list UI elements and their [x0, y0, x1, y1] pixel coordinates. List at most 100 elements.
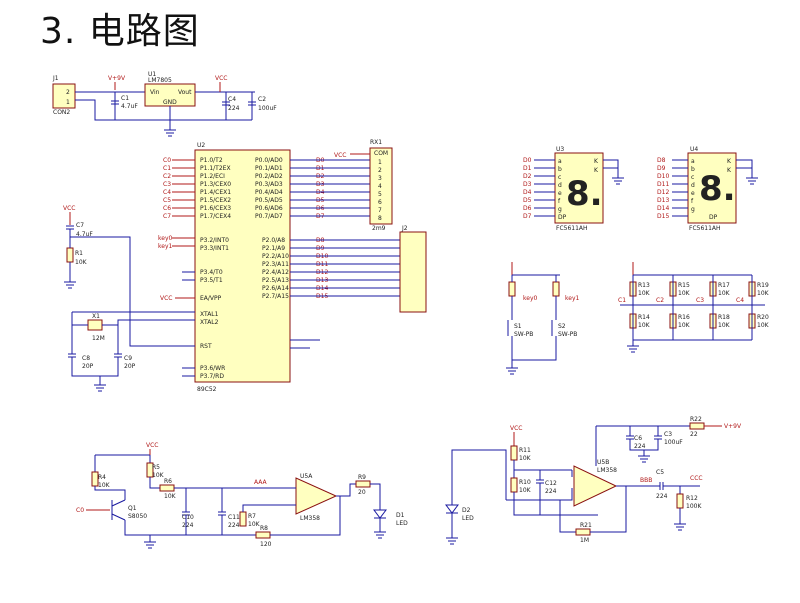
- c4-value: 224: [228, 105, 240, 112]
- p1-pin-7: P1.7/CEX4: [200, 213, 231, 220]
- connector-j1: [52, 83, 76, 109]
- r7-label: R7: [248, 513, 256, 520]
- u4-in-4: D12: [657, 189, 669, 196]
- u3-seg-d: d: [558, 182, 562, 189]
- br-v9: V+9V: [724, 423, 742, 430]
- c1-value: 4.7uF: [121, 103, 138, 110]
- c3-value: 100uF: [664, 439, 683, 446]
- r4-value: 10K: [98, 482, 111, 489]
- u4-in-1: D9: [657, 165, 666, 172]
- key-c1: C1: [618, 297, 626, 304]
- crystal-x1: [87, 319, 103, 331]
- p1-label-0: C0: [163, 157, 171, 164]
- r19-value: 10K: [757, 290, 770, 297]
- ea-vcc: VCC: [160, 295, 172, 302]
- u3-in-2: D2: [523, 173, 532, 180]
- r11-value: 10K: [519, 455, 532, 462]
- c9-value: 20P: [124, 363, 136, 370]
- c7-label: C7: [76, 222, 84, 229]
- p1-pin-1: P1.1/T2EX: [200, 165, 231, 172]
- sw1-value: SW-PB: [514, 331, 533, 338]
- c2-label: C2: [258, 96, 266, 103]
- r18-value: 10K: [718, 322, 731, 329]
- reset-vcc: VCC: [63, 205, 75, 212]
- r20-value: 10K: [757, 322, 770, 329]
- u1-label: U1: [148, 71, 156, 78]
- d1-label: D1: [396, 512, 405, 519]
- u4-digit: 8.: [699, 169, 736, 209]
- r16-value: 10K: [678, 322, 691, 329]
- pin-p3-5: P3.5/T1: [200, 277, 223, 284]
- r15-value: 10K: [678, 290, 691, 297]
- r1-label: R1: [75, 250, 83, 257]
- keys-section: key0 key1 S1 SW-PB S2 SW-PB R13 10K R14 …: [506, 262, 770, 375]
- u1-vin: Vin: [150, 89, 160, 96]
- rx1-pin-7: 7: [378, 207, 382, 214]
- p0-pin-4: P0.4/AD4: [255, 189, 283, 196]
- u3-in-6: D6: [523, 205, 532, 212]
- key-c4: C4: [736, 297, 744, 304]
- pin-xtal1: XTAL1: [200, 311, 219, 318]
- sw2-label: S2: [558, 323, 566, 330]
- u3-k2: K: [594, 167, 599, 174]
- r8-label: R8: [260, 525, 268, 532]
- u4-in-0: D8: [657, 157, 666, 164]
- r12-label: R12: [686, 495, 698, 502]
- p2-group: P2.0/A8 P2.1/A9 P2.2/A10 P2.3/A11 P2.4/A…: [262, 237, 400, 300]
- j1-pin1: 1: [66, 99, 70, 106]
- rx1-pin-8: 8: [378, 215, 382, 222]
- r13-label: R13: [638, 282, 650, 289]
- key0-label: key0: [523, 295, 538, 302]
- r21-value: 1M: [580, 537, 589, 544]
- u3-part: FC5611AH: [556, 225, 588, 232]
- pin-p3-7: P3.7/RD: [200, 373, 224, 380]
- p2-pin-3: P2.3/A11: [262, 261, 289, 268]
- pin-p3-3: P3.3/INT1: [200, 245, 229, 252]
- c12-label: C12: [545, 480, 557, 487]
- j1-pin2: 2: [66, 89, 70, 96]
- x1-value: 12M: [92, 335, 105, 342]
- c5-value: 224: [656, 493, 668, 500]
- u1-gnd: GND: [163, 99, 177, 106]
- opamp-u5b: [573, 465, 618, 507]
- p1-pin-5: P1.5/CEX2: [200, 197, 231, 204]
- p0-pin-5: P0.5/AD5: [255, 197, 283, 204]
- u1-part: LM7805: [148, 77, 172, 84]
- u4-in-2: D10: [657, 173, 669, 180]
- opamp-u5a: [295, 477, 338, 515]
- r20-label: R20: [757, 314, 769, 321]
- mcu-key1: key1: [158, 243, 173, 250]
- u2-label: U2: [197, 142, 205, 149]
- display-u3: U3 8. FC5611AH K K a b c d e f g DP D0 D…: [523, 146, 624, 232]
- rx1-vcc: VCC: [334, 152, 346, 159]
- page-title: 3. 电路图: [40, 11, 200, 52]
- u4-seg-e: e: [691, 190, 695, 197]
- sw1-label: S1: [514, 323, 522, 330]
- p1-label-2: C2: [163, 173, 171, 180]
- u3-seg-a: a: [558, 158, 562, 165]
- display-u4: U4 8. FC5611AH K K DP a b c d e f g D8 D…: [657, 146, 758, 232]
- u3-in-5: D5: [523, 197, 532, 204]
- power-section: J1 2 1 CON2 V+9V C1 4.7uF U1 LM7805 Vin …: [52, 71, 277, 137]
- r17-label: R17: [718, 282, 730, 289]
- c3-label: C3: [664, 431, 672, 438]
- u4-in-3: D11: [657, 181, 669, 188]
- key1-label: key1: [565, 295, 580, 302]
- rx1-pin-4: 4: [378, 183, 382, 190]
- br-vcc: VCC: [510, 425, 522, 432]
- u4-in-6: D14: [657, 205, 669, 212]
- p1-label-1: C1: [163, 165, 171, 172]
- rx1-pin-3: 3: [378, 175, 382, 182]
- r15-label: R15: [678, 282, 690, 289]
- v9-label: V+9V: [108, 75, 126, 82]
- u3-seg-f: f: [558, 198, 561, 205]
- p2-pin-2: P2.2/A10: [262, 253, 289, 260]
- u3-seg-g: g: [558, 206, 562, 213]
- p0-pin-0: P0.0/AD0: [255, 157, 283, 164]
- rx1-com: COM: [374, 150, 388, 157]
- c11-label: C11: [228, 514, 240, 521]
- r22-label: R22: [690, 416, 702, 423]
- r8-value: 120: [260, 541, 272, 548]
- u4-seg-b: b: [691, 166, 695, 173]
- u5b-label: U5B: [597, 459, 609, 466]
